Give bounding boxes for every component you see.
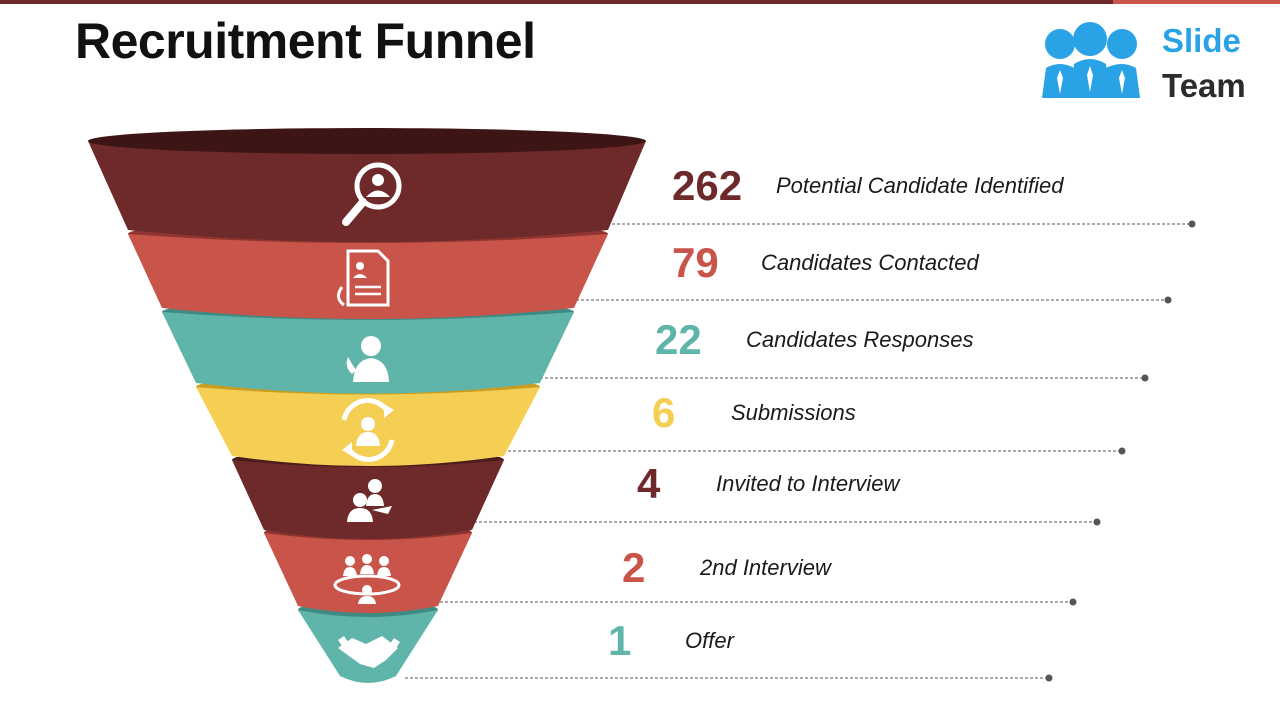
connector-dot — [1069, 598, 1077, 606]
stage-value: 4 — [637, 460, 661, 507]
logo-word-slide: Slide — [1162, 22, 1241, 59]
logo-word-team: Team — [1162, 67, 1246, 104]
person-phone-icon — [346, 336, 389, 382]
funnel-layer-1 — [88, 128, 646, 242]
connector-dot — [1141, 374, 1149, 382]
connector-dot — [1045, 674, 1053, 682]
connector-dot — [1093, 518, 1101, 526]
stage-row-1: 262 Potential Candidate Identified — [672, 162, 1064, 209]
connector-dot — [1118, 447, 1126, 455]
stage-label: 2nd Interview — [700, 555, 831, 580]
stage-label: Offer — [685, 628, 734, 653]
top-accent-bar — [0, 0, 1280, 4]
stage-value: 1 — [608, 617, 632, 664]
connector-dot — [1188, 220, 1196, 228]
slideteam-logo: Slide Team — [1040, 22, 1270, 104]
stage-value: 6 — [652, 389, 676, 436]
stage-row-3: 22 Candidates Responses — [655, 316, 974, 363]
top-accent-segment — [1113, 0, 1280, 4]
people-logo-icon — [1042, 22, 1140, 98]
stage-value: 79 — [672, 239, 719, 286]
stage-row-7: 1 Offer — [608, 617, 734, 664]
stage-row-2: 79 Candidates Contacted — [672, 239, 979, 286]
stage-label: Candidates Responses — [746, 327, 974, 352]
stage-label: Submissions — [731, 400, 856, 425]
stage-label: Potential Candidate Identified — [776, 173, 1064, 198]
resume-document-icon — [337, 249, 390, 307]
magnifier-person-icon — [342, 162, 402, 226]
stage-row-6: 2 2nd Interview — [622, 544, 831, 591]
stage-row-5: 4 Invited to Interview — [637, 460, 900, 507]
page-title: Recruitment Funnel — [75, 13, 536, 69]
stage-label: Invited to Interview — [716, 471, 900, 496]
stage-row-4: 6 Submissions — [652, 389, 856, 436]
meeting-table-icon — [333, 554, 401, 604]
stage-value: 22 — [655, 316, 702, 363]
interview-icon — [347, 479, 392, 522]
stage-label: Candidates Contacted — [761, 250, 979, 275]
handshake-icon — [338, 636, 400, 668]
person-cycle-icon — [341, 398, 395, 462]
stage-value: 262 — [672, 162, 743, 209]
stage-value: 2 — [622, 544, 646, 591]
connector-dot — [1164, 296, 1172, 304]
